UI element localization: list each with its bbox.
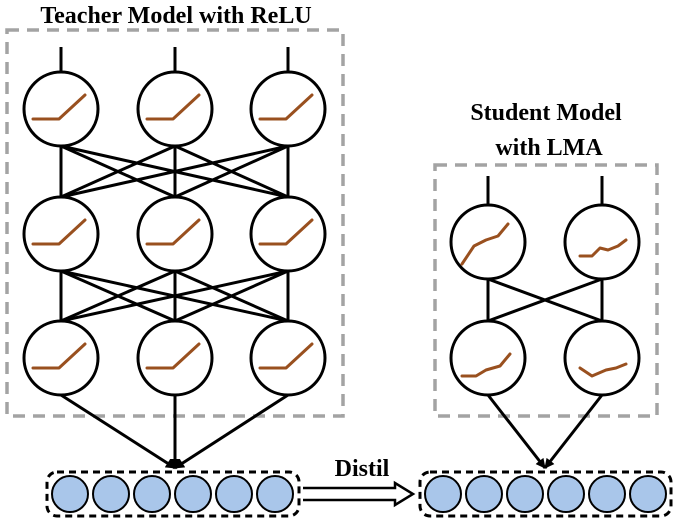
student-output-node-5: [588, 475, 626, 513]
teacher-output-node-2: [92, 475, 130, 513]
teacher-neuron-l1-1-circle: [22, 70, 100, 148]
teacher-neuron-l1-2: [136, 70, 214, 148]
student-edges: [486, 176, 604, 469]
student-neuron-l1-1-activation-curve: [460, 222, 510, 266]
teacher-edge-l1-3-1: [60, 144, 289, 199]
teacher-output-nodes: [51, 475, 294, 513]
teacher-neuron-l3-1-activation-curve: [31, 342, 87, 370]
student-neurons: [449, 203, 641, 397]
student-model-box: [433, 163, 659, 418]
teacher-output-arrow-1: [60, 393, 176, 470]
student-neuron-l1-2: [563, 203, 641, 281]
teacher-neuron-l2-3: [249, 195, 327, 273]
teacher-neuron-l3-3-circle: [249, 319, 327, 397]
teacher-output-node-5: [215, 475, 253, 513]
student-neuron-l2-1-circle: [449, 319, 527, 397]
student-neuron-l1-1: [449, 203, 527, 281]
teacher-neuron-l1-2-activation-curve: [145, 93, 201, 121]
student-neuron-l1-2-activation-curve: [578, 238, 628, 258]
teacher-neuron-l2-1-circle: [22, 195, 100, 273]
student-neuron-l2-1: [449, 319, 527, 397]
teacher-neurons: [22, 70, 327, 397]
teacher-neuron-l1-3-activation-curve: [258, 93, 314, 121]
teacher-model-title: Teacher Model with ReLU: [40, 3, 311, 29]
student-neuron-l2-2-activation-curve: [578, 362, 628, 378]
student-output-nodes: [424, 475, 667, 513]
student-output-arrow-1: [486, 394, 547, 469]
student-neuron-l2-2: [563, 319, 641, 397]
teacher-neuron-l1-3-circle: [249, 70, 327, 148]
teacher-neuron-l2-2-circle: [136, 195, 214, 273]
teacher-output-node-3: [133, 475, 171, 513]
distil-arrow: [303, 480, 416, 508]
teacher-neuron-l1-2-circle: [136, 70, 214, 148]
teacher-output-node-4: [174, 475, 212, 513]
teacher-edge-l1-2-1: [60, 144, 176, 199]
teacher-output-node-1: [51, 475, 89, 513]
student-neuron-l2-2-circle: [563, 319, 641, 397]
teacher-edge-l2-2-1: [60, 269, 176, 323]
student-edge-2-1: [487, 277, 603, 323]
teacher-neuron-l3-1-circle: [22, 319, 100, 397]
teacher-neuron-l3-2: [136, 319, 214, 397]
student-neuron-l1-2-circle: [563, 203, 641, 281]
teacher-output-arrow-3: [174, 393, 289, 470]
teacher-edge-l2-3-1: [60, 269, 289, 323]
teacher-edges: [59, 47, 290, 470]
teacher-edge-l2-3-2: [174, 269, 289, 323]
teacher-neuron-l2-2: [136, 195, 214, 273]
teacher-neuron-l2-3-activation-curve: [258, 218, 314, 246]
teacher-neuron-l2-1-activation-curve: [31, 218, 87, 246]
student-output-node-2: [465, 475, 503, 513]
student-output-arrow-2: [543, 394, 604, 469]
teacher-neuron-l1-1: [22, 70, 100, 148]
student-output-node-1: [424, 475, 462, 513]
student-model-title-line1: Student Model: [470, 100, 622, 126]
student-output-node-6: [629, 475, 667, 513]
student-model-title-line2: with LMA: [495, 135, 603, 161]
student-output-node-4: [547, 475, 585, 513]
student-neuron-l2-1-activation-curve: [460, 352, 512, 378]
teacher-neuron-l3-3: [249, 319, 327, 397]
teacher-neuron-l3-1: [22, 319, 100, 397]
teacher-edge-l1-3-2: [174, 144, 289, 199]
teacher-neuron-l1-3: [249, 70, 327, 148]
student-output-node-3: [506, 475, 544, 513]
teacher-output-node-6: [256, 475, 294, 513]
teacher-neuron-l3-2-activation-curve: [145, 342, 201, 370]
teacher-neuron-l2-3-circle: [249, 195, 327, 273]
distil-label: Distil: [335, 456, 390, 482]
teacher-neuron-l3-2-circle: [136, 319, 214, 397]
teacher-neuron-l2-1: [22, 195, 100, 273]
teacher-neuron-l3-3-activation-curve: [258, 342, 314, 370]
teacher-neuron-l2-2-activation-curve: [145, 218, 201, 246]
student-neuron-l1-1-circle: [449, 203, 527, 281]
teacher-neuron-l1-1-activation-curve: [31, 93, 87, 121]
